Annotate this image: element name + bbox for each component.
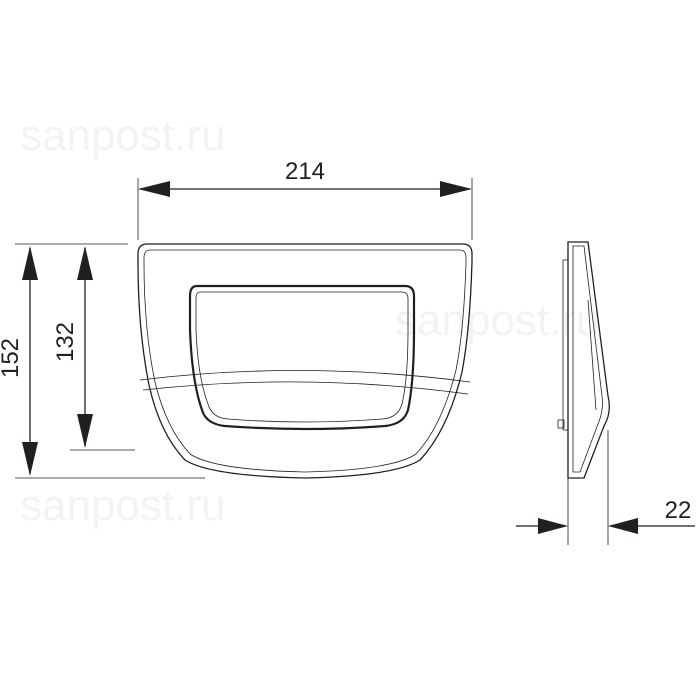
watermark-bottom: sanpost.ru: [20, 481, 225, 530]
arrowhead-up: [77, 246, 93, 280]
height-outer-label: 152: [0, 338, 24, 378]
height-inner-label: 132: [52, 322, 79, 362]
dimension-depth: 22: [516, 430, 695, 545]
flush-button: [188, 284, 416, 431]
arrowhead-right: [538, 518, 568, 534]
flush-button-inner: [195, 291, 409, 423]
depth-label: 22: [665, 497, 692, 524]
arrowhead-down: [77, 414, 93, 448]
side-profile-inner: [572, 245, 603, 473]
dimension-height-inner: 132: [52, 246, 135, 451]
side-view: [557, 241, 610, 479]
arrowhead-right: [440, 181, 472, 197]
arrowhead-left: [608, 518, 638, 534]
front-view: [137, 243, 473, 479]
arrowhead-up: [22, 246, 38, 280]
dimension-height-outer: 152: [0, 243, 205, 479]
arrowhead-left: [138, 181, 170, 197]
plate-wave-line-2: [142, 381, 469, 395]
plate-outline: [137, 243, 473, 479]
side-profile-outer: [567, 241, 610, 479]
watermark-middle: sanpost.ru: [395, 296, 600, 345]
plate-wave-line-1: [139, 370, 471, 383]
watermark-top: sanpost.ru: [20, 111, 225, 160]
dimension-width: 214: [137, 158, 473, 240]
arrowhead-down: [22, 442, 38, 476]
plate-inner-bevel: [143, 249, 467, 473]
width-label: 214: [285, 158, 325, 185]
